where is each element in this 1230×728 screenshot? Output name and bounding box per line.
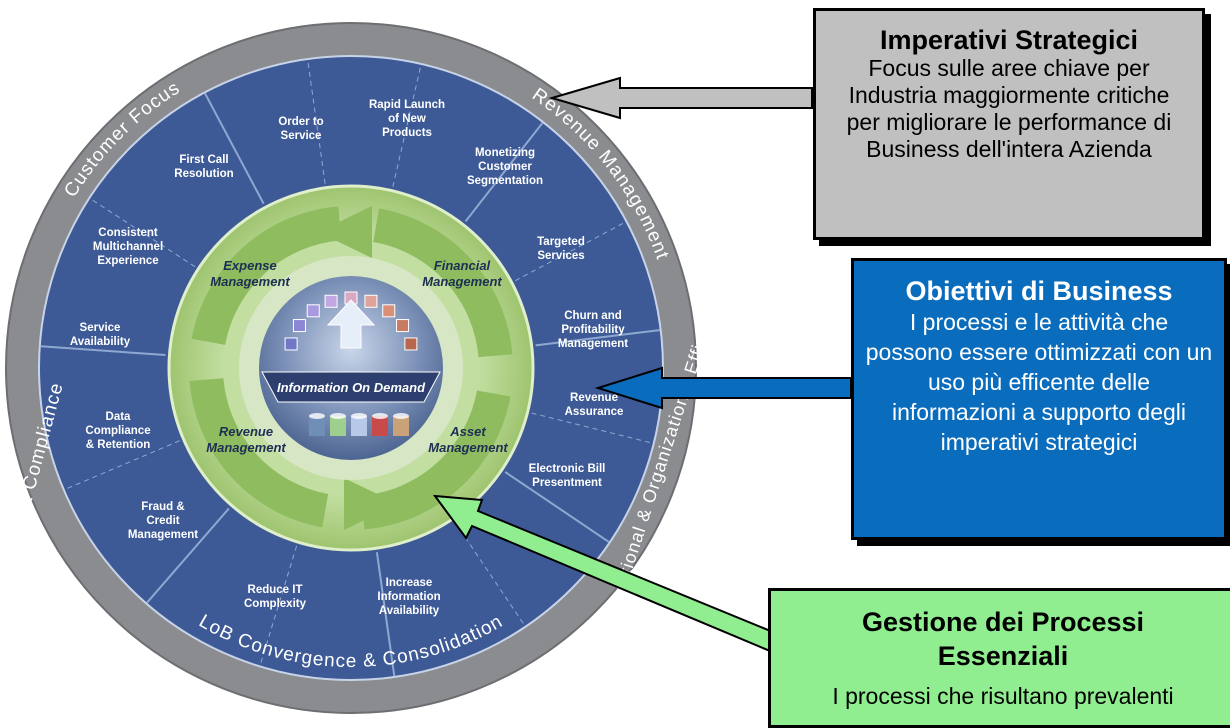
process-cycle-band xyxy=(189,206,513,530)
database-cylinder-top xyxy=(309,413,325,419)
segment-divider xyxy=(307,59,326,184)
center-square xyxy=(364,294,378,308)
database-cylinder-top xyxy=(372,413,388,419)
segment-divider xyxy=(454,521,526,627)
segment-divider xyxy=(259,545,298,666)
database-cylinder xyxy=(330,416,346,436)
segment-divider xyxy=(392,64,422,187)
center-banner xyxy=(261,371,441,403)
database-cylinder xyxy=(372,416,388,436)
database-cylinder-top xyxy=(393,413,409,419)
segment-divider xyxy=(40,345,166,357)
segment-dividers xyxy=(40,59,660,677)
center-square xyxy=(396,319,410,333)
center-square xyxy=(382,304,396,318)
gestione-title: Gestione dei Processi Essenziali xyxy=(861,607,1145,671)
center-squares-arc xyxy=(284,291,418,351)
center-square xyxy=(324,294,338,308)
database-cylinders-icon xyxy=(309,413,409,436)
arrow-imperativi xyxy=(548,76,813,120)
database-cylinder-top xyxy=(351,413,367,419)
obiettivi-title: Obiettivi di Business xyxy=(905,276,1173,306)
center-square xyxy=(306,304,320,318)
obiettivi-business-box: Obiettivi di Business I processi e le at… xyxy=(851,258,1227,540)
cycle-arrowhead-bottom xyxy=(344,478,398,530)
center-square xyxy=(284,337,298,351)
center-square xyxy=(404,337,418,351)
cycle-arrowhead-top xyxy=(318,206,372,258)
imperativi-title: Imperativi Strategici xyxy=(879,25,1139,55)
database-cylinder xyxy=(309,416,325,436)
database-cylinder xyxy=(351,416,367,436)
segment-divider xyxy=(464,122,544,223)
segment-divider xyxy=(535,329,660,347)
segment-divider xyxy=(504,471,610,543)
imperativi-body: Focus sulle aree chiave per Industria ma… xyxy=(846,55,1172,162)
center-square xyxy=(292,319,306,333)
gestione-body: I processi che risultano prevalenti xyxy=(832,683,1174,709)
segment-divider xyxy=(89,198,196,268)
gestione-processi-box: Gestione dei Processi Essenziali I proce… xyxy=(768,588,1230,728)
database-cylinder xyxy=(393,416,409,436)
segment-divider xyxy=(514,221,626,282)
segment-divider xyxy=(146,507,230,604)
center-up-arrow-icon xyxy=(326,299,376,349)
segment-divider xyxy=(531,412,653,444)
segment-divider xyxy=(204,92,265,205)
obiettivi-body: I processi e le attività che possono ess… xyxy=(865,309,1213,455)
segment-divider xyxy=(64,440,180,490)
segment-divider xyxy=(375,552,396,677)
center-label: Information On Demand xyxy=(277,380,426,395)
database-cylinder-top xyxy=(330,413,346,419)
imperativi-strategici-box: Imperativi Strategici Focus sulle aree c… xyxy=(813,8,1205,240)
